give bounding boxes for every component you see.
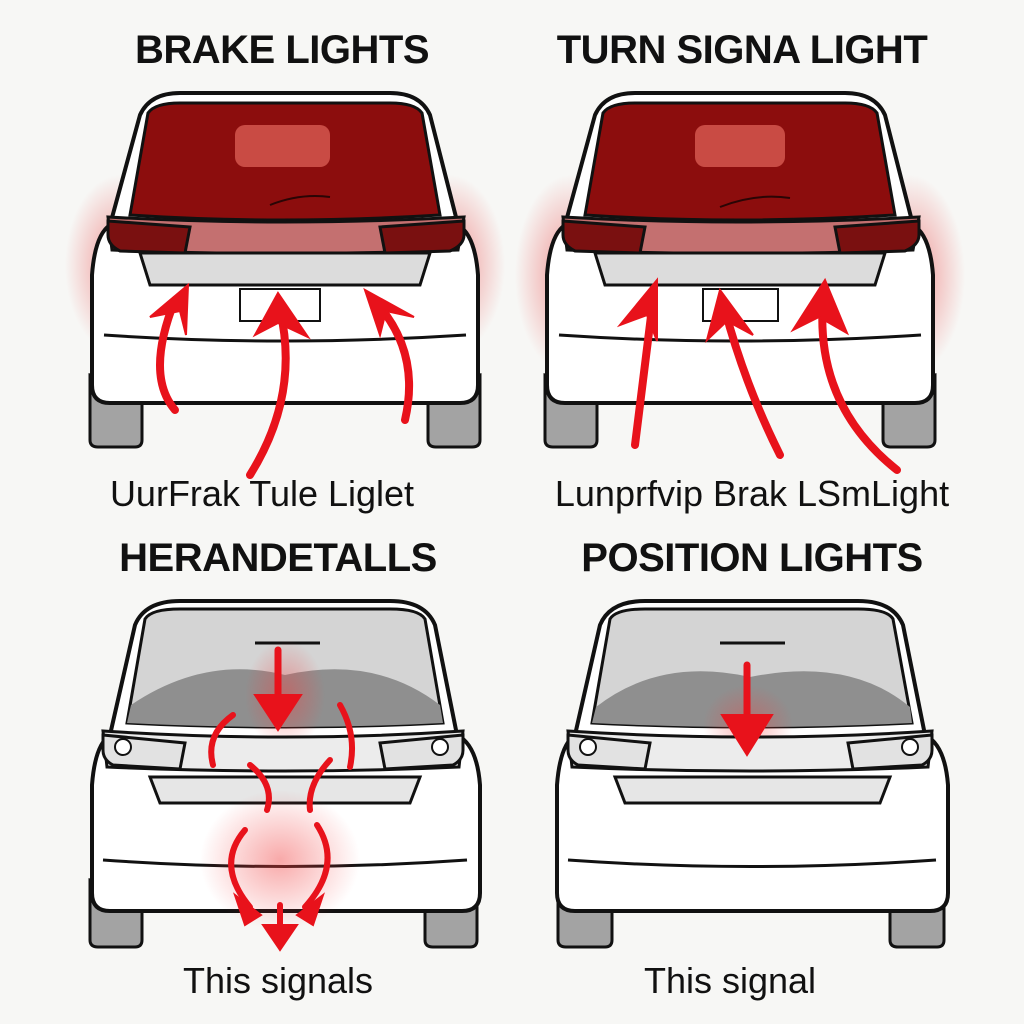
car-rear-illustration	[555, 599, 950, 949]
bumper-recess	[612, 775, 893, 805]
arrow-swirl-icon	[208, 702, 355, 910]
arrow-up-icon	[149, 282, 190, 414]
wiper-icon	[269, 195, 331, 206]
arrow-up-icon	[246, 291, 311, 479]
panel-caption: UurFrak Tule Liglet	[109, 473, 415, 514]
arrow-down-icon	[720, 661, 774, 757]
tailgate-band	[101, 729, 465, 773]
panel-title: HERANDETALLS	[119, 536, 437, 580]
bumper-recess	[147, 775, 423, 805]
arrow-up-icon	[705, 287, 784, 459]
tail-light-bulb-right	[431, 738, 449, 756]
arrow-up-icon	[790, 277, 901, 474]
car-rear-illustration	[515, 91, 965, 474]
bumper-recess	[592, 251, 888, 287]
tail-light-bulb-left	[114, 738, 132, 756]
panel-title: TURN SIGNA LIGHT	[556, 28, 928, 72]
car-rear-illustration	[65, 91, 505, 479]
arrow-up-icon	[616, 277, 658, 449]
tail-light-left	[106, 219, 192, 255]
bumper-recess	[137, 251, 433, 287]
tail-light-right	[378, 219, 466, 255]
car-rear-illustration	[88, 599, 482, 952]
panel-caption: This signals	[182, 960, 374, 1001]
third-brake-light	[235, 125, 330, 167]
tail-light-left	[561, 219, 647, 255]
panel-title: BRAKE LIGHTS	[135, 28, 430, 72]
panel-caption: This signal	[643, 960, 817, 1001]
panel-caption: Lunprfvip Brak LSmLight	[554, 473, 950, 514]
bumper-line	[567, 858, 937, 868]
tail-light-bulb-right	[901, 738, 919, 756]
wiper-icon	[719, 195, 791, 208]
arrow-up-icon	[363, 287, 415, 424]
third-brake-light	[695, 125, 785, 167]
panel-title: POSITION LIGHTS	[581, 536, 923, 580]
arrow-down-icon	[253, 646, 303, 732]
arrow-down-icon	[233, 892, 325, 952]
tail-light-right	[833, 219, 921, 255]
tail-light-bulb-left	[579, 738, 597, 756]
